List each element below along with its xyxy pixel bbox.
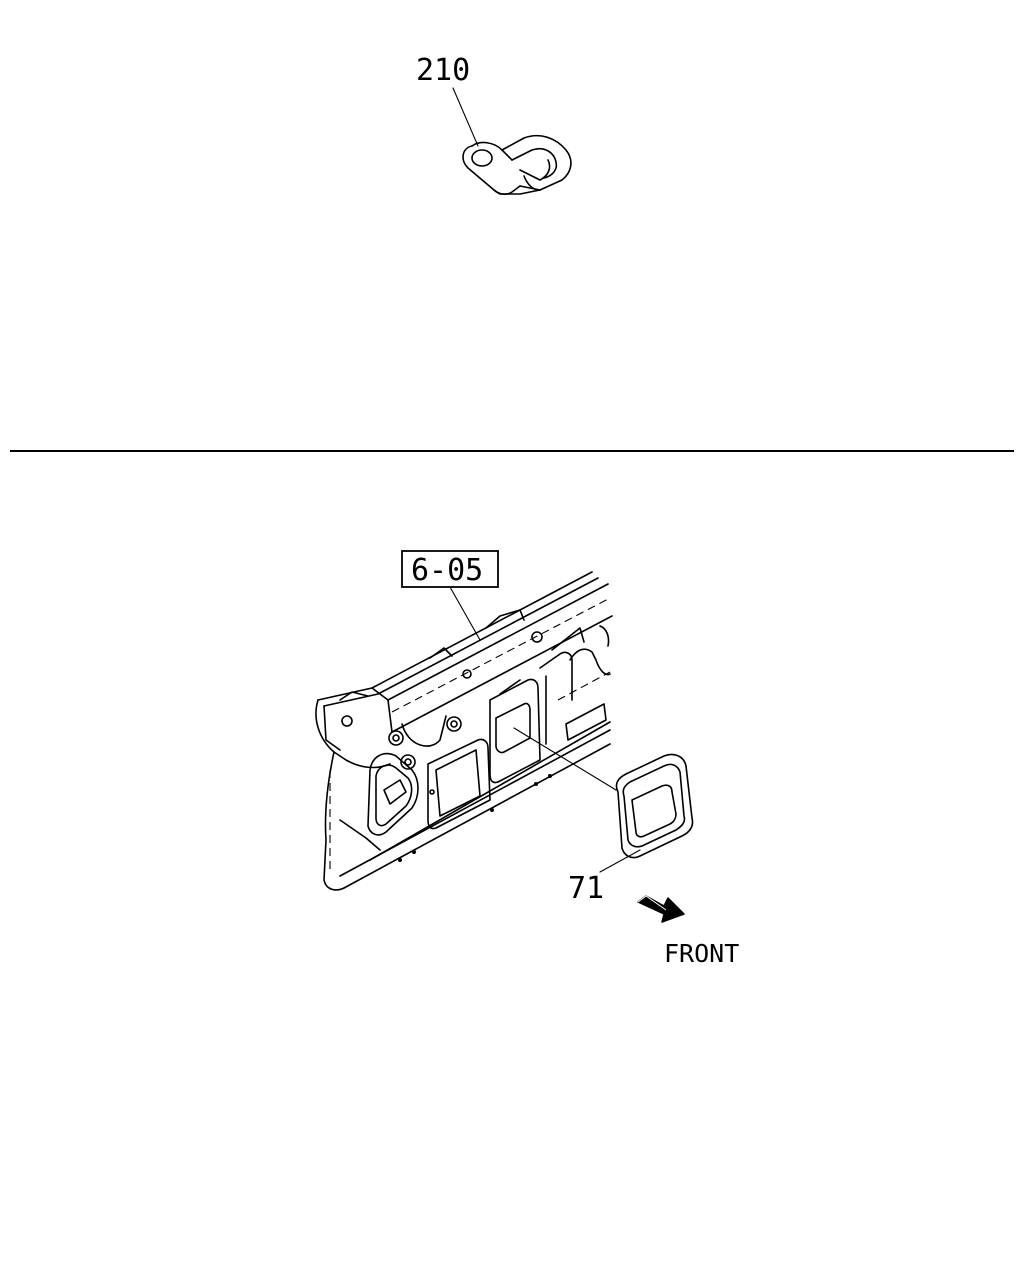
reference-label[interactable]: 6-05 — [411, 553, 483, 588]
flange-hole-5 — [548, 774, 552, 778]
right-hidden-1 — [557, 671, 611, 701]
bolt-2 — [400, 754, 416, 770]
rail-hole-1 — [531, 631, 543, 643]
rail-boss-2 — [429, 647, 453, 659]
front-label: FRONT — [664, 939, 739, 968]
clip-leader-line — [452, 87, 479, 147]
clip-base — [493, 189, 541, 195]
rail-hole-2 — [462, 669, 472, 679]
right-rib — [539, 651, 573, 701]
grommet-inner — [631, 784, 677, 838]
opening-frame — [489, 678, 541, 784]
panel-top-rail-edge-2 — [323, 577, 599, 707]
left-bracket-hole — [341, 715, 353, 727]
flange-hole-3 — [490, 808, 494, 812]
reference-leader-line — [449, 586, 481, 641]
front-arrow-icon — [637, 895, 685, 923]
pocket-center-hole — [429, 789, 435, 795]
bolt-2-center — [404, 758, 412, 766]
front-direction-indicator — [637, 895, 685, 923]
left-bracket — [315, 699, 391, 769]
clip-saddle — [501, 134, 572, 191]
clip-strap-curve — [539, 159, 551, 181]
grommet-label-leader — [599, 849, 641, 873]
left-bracket-inner — [323, 705, 341, 751]
bolt-1 — [388, 730, 404, 746]
panel-top-rail-edge — [317, 571, 593, 701]
right-notch — [569, 648, 611, 676]
pocket-left-inner — [375, 764, 413, 827]
right-end-curve — [599, 625, 610, 647]
grommet-mid — [622, 763, 686, 848]
grommet-part-number[interactable]: 71 — [568, 871, 604, 906]
clip-part[interactable] — [452, 87, 572, 195]
opening-top-lip — [499, 679, 521, 695]
pocket-center-inner — [435, 749, 481, 817]
left-bracket-top — [339, 691, 369, 701]
grommet-opening — [495, 702, 531, 754]
bolt-1-center — [392, 734, 400, 742]
right-upper-rib — [551, 627, 585, 651]
panel-arch — [401, 715, 447, 747]
grommet-part[interactable] — [513, 727, 694, 873]
clip-tab — [462, 145, 521, 195]
grommet-outer — [615, 753, 694, 859]
pocket-left — [367, 752, 419, 836]
flange-hole-1 — [398, 858, 402, 862]
pocket-center — [427, 738, 491, 830]
flange-hole-4 — [534, 782, 538, 786]
panel-bottom-edge — [343, 743, 611, 889]
bolt-3 — [446, 716, 462, 732]
flange-hole-2 — [412, 850, 416, 854]
rail-boss-1 — [485, 609, 525, 629]
panel-top-rail-lower — [387, 615, 613, 733]
bolt-3-center — [450, 720, 458, 728]
clip-hole — [471, 149, 493, 167]
panel-top-rail-hidden — [391, 597, 611, 713]
right-pocket — [565, 703, 607, 741]
panel-left-rib — [339, 819, 381, 851]
clip-saddle-inner — [511, 147, 558, 179]
clip-part-number[interactable]: 210 — [416, 53, 470, 88]
dash-panel[interactable] — [315, 571, 613, 891]
grommet-leader-line — [513, 727, 617, 791]
front-arrow-highlight — [637, 895, 667, 911]
pocket-left-window — [383, 779, 407, 805]
